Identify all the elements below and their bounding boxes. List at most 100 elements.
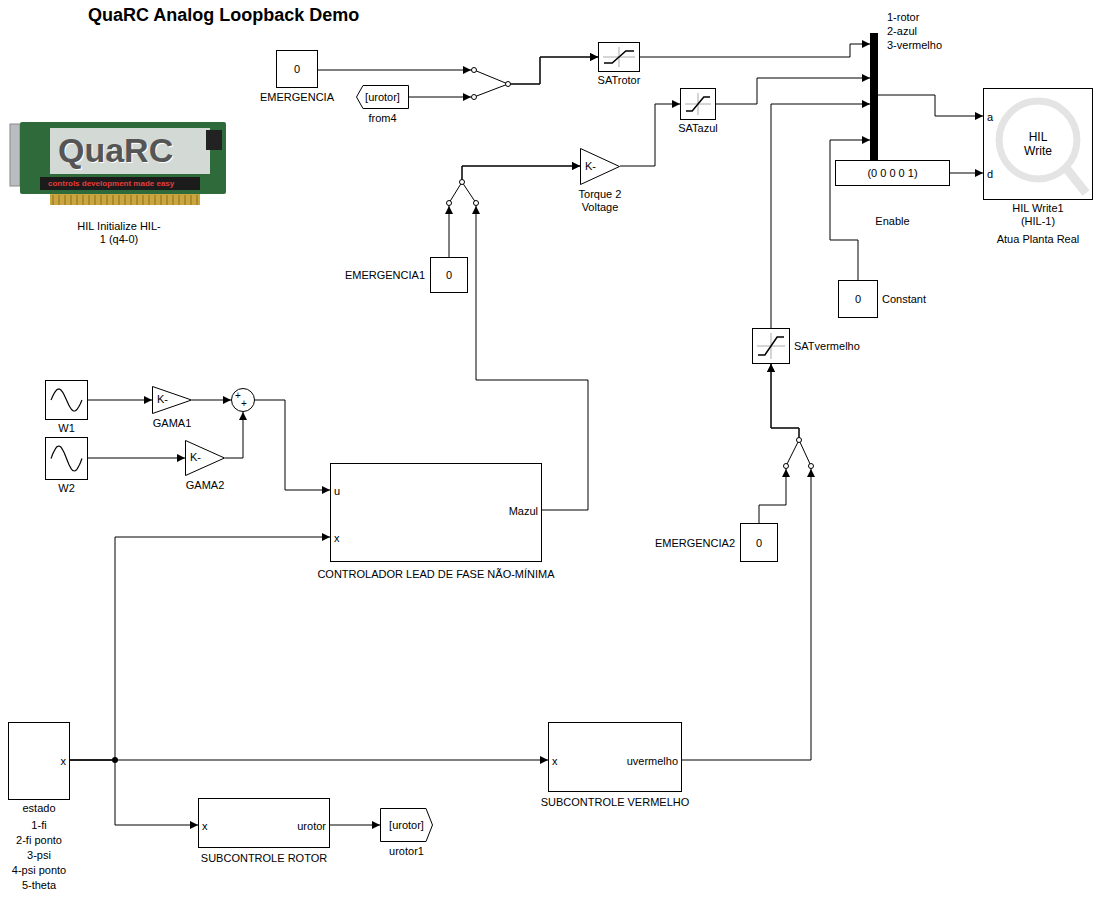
block-label: K- [157,393,168,406]
hil-initialize-block: QuaRCcontrols development made easyHIL I… [10,122,228,206]
sat-icon [681,89,715,119]
from-block: [urotor]from4 [356,85,409,109]
block-label: SUBCONTROLE ROTOR [201,852,327,865]
saturation-block: SATvermelho [752,328,790,364]
block-label: estado [22,802,55,815]
block-label: EMERGENCIA2 [655,536,735,549]
block-text: 0 [855,293,861,306]
block-label: + [235,391,241,401]
block-text: (0 0 0 0 1) [867,167,917,180]
signal-line [255,400,330,490]
signal-line [462,166,588,510]
block-label: 2-fi ponto [16,834,62,847]
saturation-block: SATrotor [598,42,640,72]
signal-line [88,400,152,401]
signal-line [318,57,598,84]
subsystem-block: xurotorSUBCONTROLE ROTOR [198,798,330,848]
port-label: a [987,111,993,124]
logo-slogan: controls development made easy [48,178,174,189]
block-label: + [241,399,247,409]
signal-line [225,412,243,458]
subsystem-block: xuvermelhoSUBCONTROLE VERMELHO [548,722,682,792]
block-label: GAMA1 [153,417,192,430]
signal-line [88,458,185,459]
saturation-block: SATazul [680,88,716,120]
block-label: EMERGENCIA [260,91,334,104]
logo-wordmark: QuaRC [58,130,173,170]
sine-icon [46,381,87,419]
sat-icon [599,43,639,71]
signal-line [682,364,811,760]
port-label: Mazul [509,505,538,518]
constant-block: 0EMERGENCIA [276,50,318,88]
switch-symbol [445,66,815,477]
port-label: urotor [297,820,326,833]
signal-line [759,364,799,523]
block-text: HIL Write [1020,130,1056,158]
block-text: 0 [446,269,452,282]
signal-line [70,760,198,825]
block-label: from4 [368,112,396,125]
mux-bar: 1-rotor2-azul3-vermelho [870,33,878,160]
port-label: x [202,820,208,833]
inport-block: xestado1-fi2-fi ponto3-psi4-psi ponto5-t… [8,722,70,800]
signal-line [409,57,598,97]
block-label: HIL Initialize HIL-1 (q4-0) [77,220,161,246]
block-label: CONTROLADOR LEAD DE FASE NÃO-MÍNIMA [317,568,554,581]
hil-write-block: HIL WriteadHIL Write1 (HIL-1)Atua Planta… [983,88,1093,200]
block-label: 1-rotor [887,11,919,24]
port-label: d [987,168,993,181]
block-label: K- [585,160,596,173]
block-label: K- [190,451,201,464]
signal-line [70,537,330,760]
signal-line [640,44,870,57]
block-label: SATazul [678,122,718,135]
gain-block: K-Torque 2 Voltage [580,148,620,185]
signal-line [878,95,983,116]
constant-block: 0Constant [838,280,878,318]
block-text: 0 [756,536,762,549]
block-label: Atua Planta Real [997,233,1080,246]
signal-line [950,173,983,174]
block-label: 1-fi [31,819,46,832]
constant-block: EMERGENCIA10 [430,257,468,293]
signal-line [70,760,548,761]
diagram-title: QuaRC Analog Loopback Demo [88,4,359,26]
block-label: EMERGENCIA1 [345,269,425,282]
gain-block: K-GAMA2 [185,440,225,476]
block-label: Torque 2 Voltage [572,188,628,214]
constant-vector-block: (0 0 0 0 1)Enable [835,160,950,186]
signal-line [620,104,680,166]
signal-line [771,104,870,328]
port-label: u [334,485,340,498]
port-label: uvermelho [627,755,678,768]
block-label: HIL Write1 (HIL-1) [1006,202,1070,228]
block-label: 2-azul [887,25,917,38]
gain-block: K-GAMA1 [152,386,192,414]
sine-source: W2 [45,437,88,480]
block-label: Enable [875,215,909,228]
goto-block: [urotor]urotor1 [380,808,433,842]
block-label: 5-theta [22,879,56,892]
signal-line [330,825,380,826]
block-label: urotor1 [389,845,424,858]
port-label: x [61,755,67,768]
signal-line [716,78,870,104]
block-label: W1 [58,422,75,435]
block-label: 3-vermelho [887,39,942,52]
constant-block: EMERGENCIA20 [740,523,778,562]
block-label: SATrotor [598,74,641,87]
block-text: [urotor] [389,819,424,832]
sine-source: W1 [45,380,88,420]
block-label: Constant [882,293,926,306]
switch-contact [447,68,814,469]
signal-line [449,166,580,257]
sum-block: ++ [231,388,255,412]
port-label: x [334,532,340,545]
port-label: x [552,755,558,768]
block-text: [urotor] [365,91,400,104]
block-label: W2 [58,482,75,495]
block-label: 4-psi ponto [12,864,66,877]
block-label: 3-psi [27,849,51,862]
